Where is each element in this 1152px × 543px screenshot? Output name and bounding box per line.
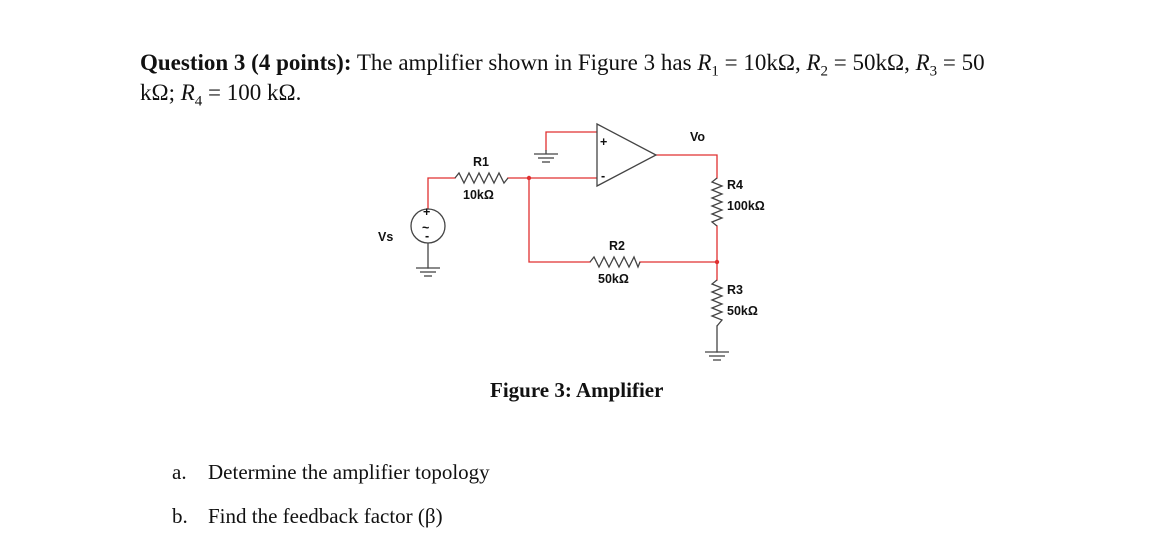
resistor-r2 <box>589 255 641 269</box>
part-b-text: Find the feedback factor (β) <box>208 504 443 528</box>
r4-symbol: R <box>180 80 195 105</box>
part-a-text: Determine the amplifier topology <box>208 460 490 484</box>
label-r4-value: 100kΩ <box>727 199 765 213</box>
resistor-r1 <box>454 171 509 185</box>
label-r4-name: R4 <box>727 178 743 192</box>
label-r3-value: 50kΩ <box>727 304 758 318</box>
r1-symbol: R <box>697 50 712 75</box>
r1-subscript: 1 <box>711 63 719 80</box>
question-intro: The amplifier shown in Figure 3 has <box>351 50 698 75</box>
r1-value-text: = 10kΩ, <box>718 50 807 75</box>
ground-symbols <box>416 150 729 361</box>
part-b-marker: b. <box>172 504 188 528</box>
question-part-a: a. Determine the amplifier topology <box>172 460 490 485</box>
resistor-r3 <box>710 279 724 327</box>
r2-value-text: = 50kΩ, <box>828 50 916 75</box>
label-r2-value: 50kΩ <box>598 272 629 286</box>
opamp-plus-sign: + <box>600 135 607 149</box>
ground-r3 <box>705 351 729 361</box>
label-r1-value: 10kΩ <box>463 188 494 202</box>
label-vs: Vs <box>378 230 393 244</box>
label-r3-name: R3 <box>727 283 743 297</box>
source-ac-symbol: ~ <box>422 221 429 235</box>
source-minus-sign: - <box>425 229 429 243</box>
junction-dot-divider <box>714 259 720 265</box>
opamp-minus-sign: - <box>601 169 605 183</box>
resistor-r4 <box>710 177 724 227</box>
question-heading: Question 3 (4 points): <box>140 50 352 75</box>
ground-source <box>416 267 440 277</box>
r3-symbol: R <box>915 50 930 75</box>
r2-symbol: R <box>806 50 821 75</box>
label-r2-name: R2 <box>609 239 625 253</box>
r2-subscript: 2 <box>820 63 829 80</box>
r4-value-text: = 100 kΩ. <box>202 80 302 105</box>
source-plus-sign: + <box>423 205 430 219</box>
ground-plus-input <box>534 150 558 163</box>
part-a-marker: a. <box>172 460 187 484</box>
r4-subscript: 4 <box>194 93 203 110</box>
question-part-b: b. Find the feedback factor (β) <box>172 504 443 529</box>
label-vo: Vo <box>690 130 705 144</box>
r3-value-text: = 50 kΩ; <box>140 50 985 105</box>
figure-caption: Figure 3: Amplifier <box>490 378 664 402</box>
question-text: Question 3 (4 points): The amplifier sho… <box>140 48 1020 110</box>
voltage-source: + - ~ <box>410 205 446 244</box>
junction-dot-inverting <box>526 175 532 181</box>
component-leads <box>427 243 718 353</box>
op-amp: + - <box>596 122 658 188</box>
r3-subscript: 3 <box>929 63 938 80</box>
label-r1-name: R1 <box>473 155 489 169</box>
circuit-wires <box>427 131 718 281</box>
